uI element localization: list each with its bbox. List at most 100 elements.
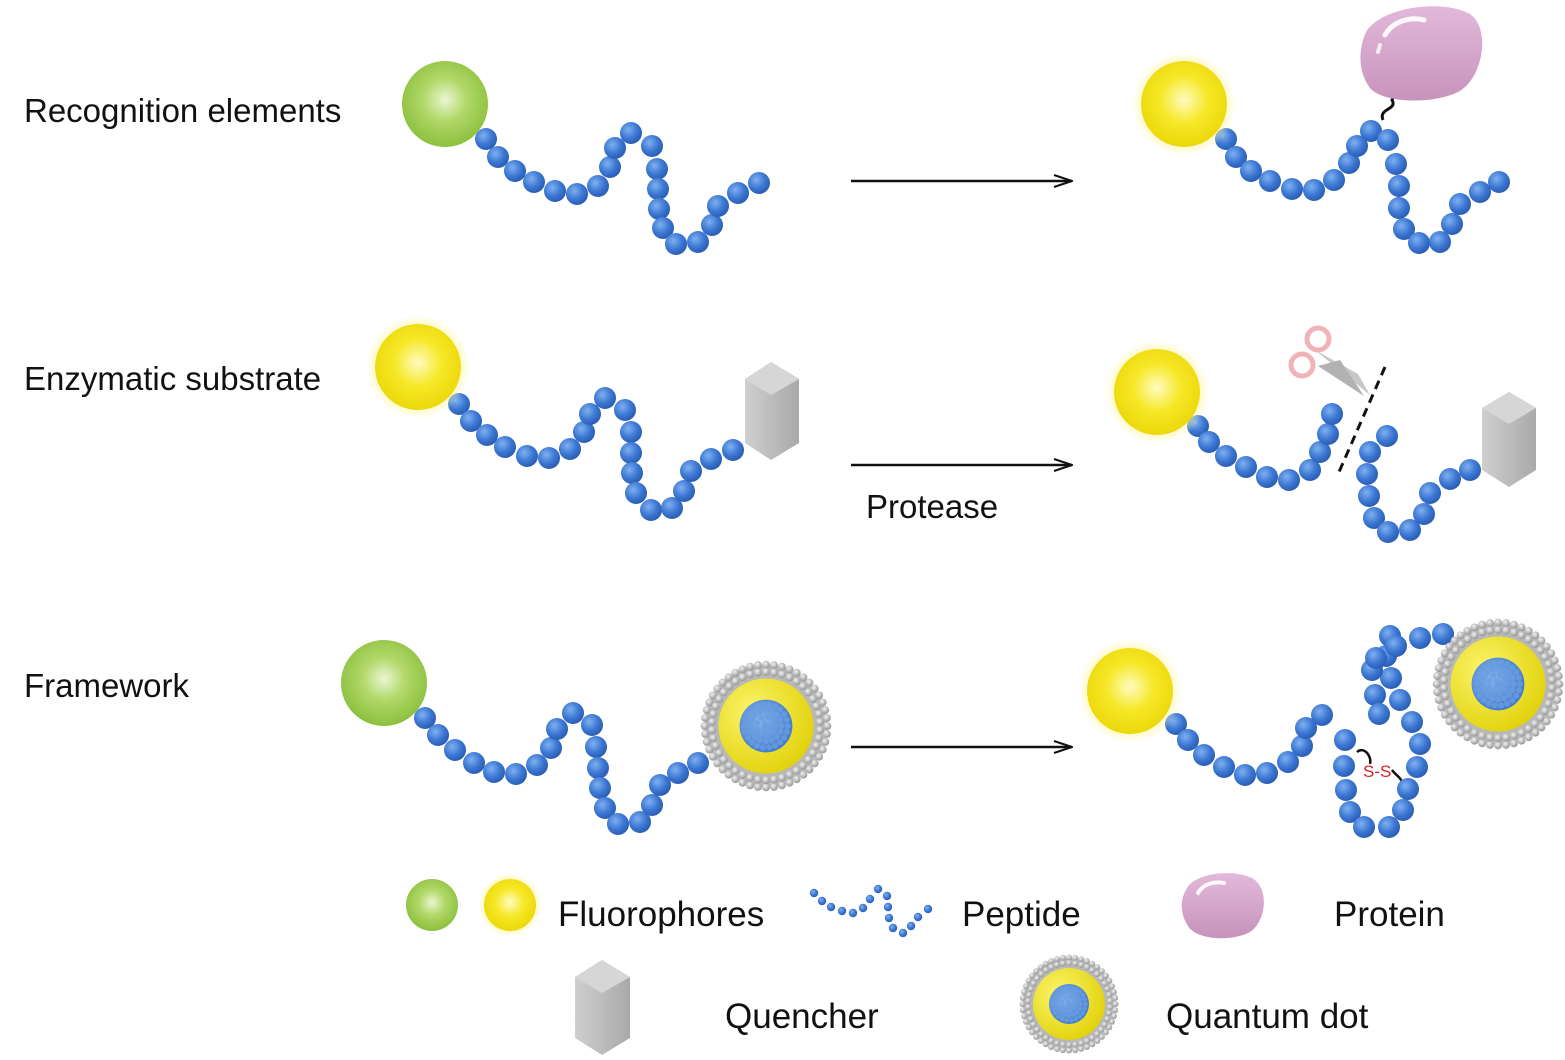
qd-shell-bead — [1026, 991, 1033, 998]
peptide-bead — [898, 928, 908, 938]
peptide-bead — [621, 462, 643, 484]
qd-shell-bead — [1089, 967, 1096, 974]
peptide-bead — [1311, 704, 1333, 726]
peptide-bead — [722, 439, 744, 461]
qd-shell-bead — [1053, 956, 1060, 963]
peptide-bead — [1449, 193, 1471, 215]
qd-shell-bead — [1544, 660, 1553, 669]
qd-shell-bead — [1517, 631, 1526, 640]
qd-shell-bead — [1033, 1026, 1040, 1033]
qd-shell-bead — [719, 755, 728, 764]
quantum-dot-icon — [1432, 618, 1564, 750]
peptide-bead — [1488, 171, 1510, 193]
peptide-bead — [581, 714, 603, 736]
qd-shell-bead — [1083, 964, 1090, 971]
qd-shell-bead — [1023, 1018, 1030, 1025]
qd-shell-bead — [708, 717, 716, 726]
qd-shell-bead — [738, 770, 747, 779]
qd-shell-bead — [1104, 1015, 1111, 1022]
qd-shell-bead — [1494, 741, 1502, 750]
qd-shell-bead — [1463, 733, 1472, 742]
peptide-bead — [1376, 425, 1398, 447]
legend-quantum-dot-label: Quantum dot — [1166, 997, 1369, 1036]
peptide-bead — [1321, 403, 1343, 425]
qd-shell-bead — [1433, 672, 1442, 680]
qd-shell-bead — [702, 706, 711, 715]
peptide-bead — [460, 410, 482, 432]
qd-shell-bead — [1025, 997, 1032, 1004]
peptide-bead — [562, 702, 584, 724]
qd-shell-bead — [1550, 703, 1559, 712]
qd-shell-bead — [1059, 954, 1066, 961]
qd-shell-bead — [762, 776, 770, 785]
qd-shell-bead — [718, 765, 727, 774]
qd-shell-bead — [1042, 967, 1049, 974]
peptide-bead — [1409, 733, 1431, 755]
peptide-bead — [594, 387, 616, 409]
qd-shell-bead — [1437, 703, 1446, 712]
peptide-bead — [1393, 218, 1415, 240]
peptide-bead — [494, 436, 516, 458]
peptide-bead — [649, 774, 671, 796]
qd-shell-bead — [1502, 740, 1510, 749]
qd-shell-bead — [804, 688, 813, 697]
qd-shell-bead — [1470, 631, 1479, 640]
qd-shell-bead — [1033, 968, 1040, 975]
peptide-bead — [906, 921, 916, 931]
qd-shell-bead — [808, 694, 817, 703]
qd-shell-bead — [711, 741, 720, 750]
peptide-bead — [1365, 647, 1387, 669]
qd-shell-bead — [1048, 958, 1055, 965]
qd-shell-bead — [1509, 739, 1518, 748]
qd-shell-bead — [746, 773, 755, 782]
peptide-bead — [1299, 459, 1321, 481]
qd-shell-bead — [1447, 652, 1456, 661]
qd-shell-bead — [1540, 707, 1549, 716]
qd-shell-bead — [805, 765, 814, 774]
peptide-bead — [858, 903, 868, 913]
qd-shell-bead — [1537, 636, 1546, 645]
qd-shell-bead — [1094, 1037, 1101, 1044]
qd-shell-bead — [1106, 1004, 1113, 1011]
qd-shell-bead — [1456, 631, 1465, 640]
qd-shell-bead — [1478, 731, 1487, 740]
qd-shell-bead — [1441, 667, 1450, 676]
peptide-bead — [687, 231, 709, 253]
qd-shell-bead — [1106, 997, 1113, 1004]
qd-shell-bead — [1025, 977, 1032, 984]
qd-shell-bead — [815, 752, 824, 761]
peptide-chain — [448, 387, 744, 521]
fluorophore-green-icon — [402, 61, 488, 147]
qd-shell-bead — [1509, 731, 1518, 740]
qd-shell-bead — [1457, 640, 1466, 649]
qd-shell-bead — [777, 670, 786, 679]
qd-shell-bead — [1450, 723, 1459, 732]
peptide-bead — [1378, 816, 1400, 838]
qd-shell-bead — [1470, 736, 1479, 745]
peptide-bead — [667, 762, 689, 784]
qd-shell-bead — [738, 665, 747, 674]
qd-shell-bead — [1108, 1018, 1115, 1025]
peptide-bead — [559, 438, 581, 460]
qd-shell-bead — [1030, 980, 1037, 987]
qd-shell-bead — [770, 661, 778, 670]
qd-shell-bead — [792, 766, 801, 775]
fluorophore-yellow-icon — [375, 324, 461, 410]
peptide-bead — [1317, 423, 1339, 445]
legend-quencher-label: Quencher — [725, 997, 879, 1036]
qd-shell-bead — [1550, 656, 1559, 665]
quantum-dot-icon — [700, 660, 832, 792]
qd-shell-bead — [1104, 986, 1111, 993]
legend-peptide-label: Peptide — [962, 895, 1081, 934]
legend: Fluorophores Peptide Protein Quencher Qu… — [406, 873, 1445, 1055]
qd-shell-bead — [1089, 960, 1096, 967]
peptide-bead — [1385, 635, 1407, 657]
peptide-bead — [1193, 744, 1215, 766]
qd-shell-bead — [799, 770, 808, 779]
qd-shell-bead — [1033, 1033, 1040, 1040]
peptide-bead — [1413, 503, 1435, 525]
qd-shell-bead — [708, 726, 716, 735]
peptide-bead — [476, 424, 498, 446]
qd-shell-bead — [1110, 1013, 1117, 1020]
qd-shell-bead — [1546, 667, 1555, 676]
